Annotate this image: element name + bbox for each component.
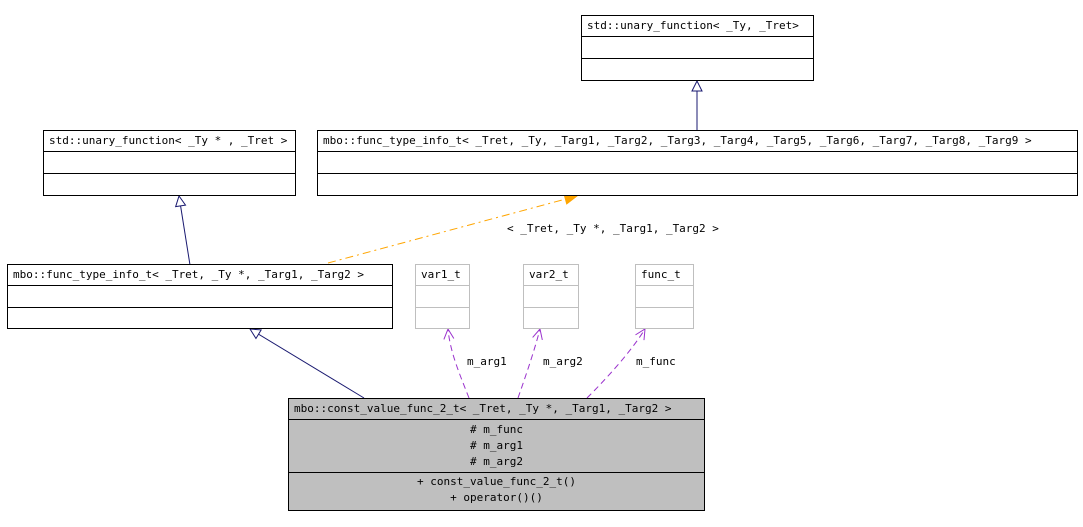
class-node-var1-t[interactable]: var1_t — [415, 264, 470, 329]
class-node-func-t[interactable]: func_t — [635, 264, 694, 329]
class-title: std::unary_function< _Ty, _Tret> — [582, 16, 813, 37]
class-node-func-type-info-2-args[interactable]: mbo::func_type_info_t< _Tret, _Ty *, _Ta… — [7, 264, 393, 329]
attribute-m-arg2: # m_arg2 — [470, 455, 523, 468]
attributes-section — [44, 152, 295, 174]
operation-call-operator: + operator()() — [450, 491, 543, 504]
edge-label-m-arg1: m_arg1 — [467, 355, 507, 368]
usage-edge-m-arg2 — [517, 329, 540, 399]
class-title: var2_t — [524, 265, 578, 286]
edge-label-m-func: m_func — [636, 355, 676, 368]
attributes-section — [8, 286, 392, 308]
class-title: std::unary_function< _Ty * , _Tret > — [44, 131, 295, 152]
template-edge-func2-to-func9 — [327, 196, 577, 264]
operations-section — [582, 59, 813, 80]
class-node-const-value-func-2[interactable]: mbo::const_value_func_2_t< _Tret, _Ty *,… — [288, 398, 705, 511]
class-title: func_t — [636, 265, 693, 286]
class-node-std-unary-function-ty-ptr[interactable]: std::unary_function< _Ty * , _Tret > — [43, 130, 296, 196]
attributes-section — [416, 286, 469, 308]
attributes-section: # m_func # m_arg1 # m_arg2 — [289, 420, 704, 473]
operations-section — [636, 308, 693, 328]
operations-section: + const_value_func_2_t() + operator()() — [289, 473, 704, 506]
attribute-m-arg1: # m_arg1 — [470, 439, 523, 452]
operations-section — [8, 308, 392, 328]
attributes-section — [318, 152, 1077, 174]
template-binding-label: < _Tret, _Ty *, _Targ1, _Targ2 > — [507, 222, 719, 235]
operation-constructor: + const_value_func_2_t() — [417, 475, 576, 488]
class-title: mbo::func_type_info_t< _Tret, _Ty *, _Ta… — [8, 265, 392, 286]
attributes-section — [582, 37, 813, 59]
class-node-func-type-info-9-args[interactable]: mbo::func_type_info_t< _Tret, _Ty, _Targ… — [317, 130, 1078, 196]
operations-section — [318, 174, 1077, 195]
class-title: mbo::const_value_func_2_t< _Tret, _Ty *,… — [289, 399, 704, 420]
inheritance-edge-const-to-func2 — [250, 329, 365, 399]
class-title: var1_t — [416, 265, 469, 286]
edge-label-m-arg2: m_arg2 — [543, 355, 583, 368]
operations-section — [416, 308, 469, 328]
operations-section — [44, 174, 295, 195]
attributes-section — [636, 286, 693, 308]
inheritance-edge-func2-to-unary-ptr — [179, 196, 191, 266]
usage-edge-m-arg1 — [448, 329, 470, 399]
usage-edge-m-func — [586, 329, 645, 399]
class-node-std-unary-function-tret[interactable]: std::unary_function< _Ty, _Tret> — [581, 15, 814, 81]
attributes-section — [524, 286, 578, 308]
operations-section — [524, 308, 578, 328]
attribute-m-func: # m_func — [470, 423, 523, 436]
class-title: mbo::func_type_info_t< _Tret, _Ty, _Targ… — [318, 131, 1077, 152]
class-node-var2-t[interactable]: var2_t — [523, 264, 579, 329]
